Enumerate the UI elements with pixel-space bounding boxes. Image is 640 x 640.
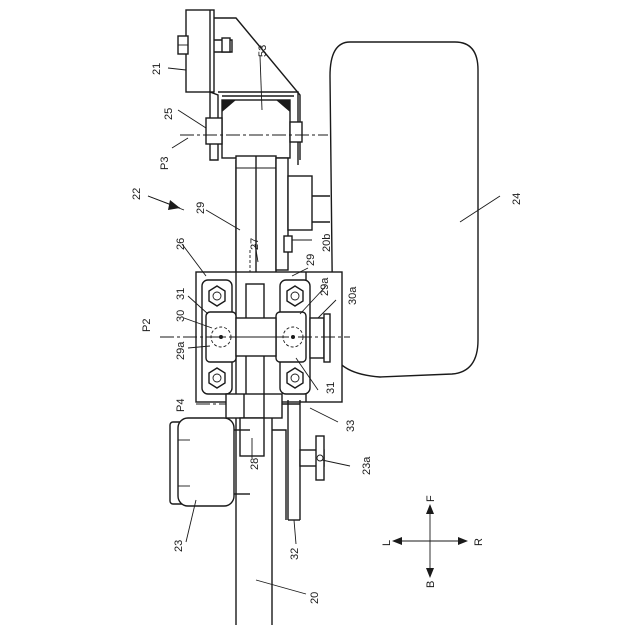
label-29-lower: 29: [305, 254, 317, 266]
compass-rose: [392, 504, 468, 578]
compass-b: B: [425, 581, 437, 588]
compass-l: L: [381, 540, 393, 546]
label-29-upper: 29: [195, 202, 207, 214]
mount-53: [206, 100, 302, 158]
label-23: 23: [173, 540, 185, 552]
label-33: 33: [345, 420, 357, 432]
strap-32: [272, 430, 286, 520]
label-20: 20: [309, 592, 321, 604]
arrow-22: [148, 196, 180, 210]
label-29a-right: 29a: [319, 277, 331, 296]
compass-f: F: [425, 495, 437, 502]
label-p4: P4: [175, 399, 187, 412]
label-21: 21: [151, 63, 163, 75]
label-31-right: 31: [325, 382, 337, 394]
link-29: [236, 156, 276, 274]
label-27: 27: [249, 238, 261, 250]
label-28: 28: [249, 458, 261, 470]
tank-24: [330, 42, 478, 377]
label-30: 30: [175, 310, 187, 322]
label-30a: 30a: [347, 286, 359, 305]
label-20b: 20b: [321, 234, 333, 252]
label-26: 26: [175, 238, 187, 250]
label-29a-left: 29a: [175, 341, 187, 360]
label-p2: P2: [141, 319, 153, 332]
plate-20b: [276, 158, 330, 270]
label-22: 22: [131, 188, 143, 200]
label-p3: P3: [159, 157, 171, 170]
label-31-left: 31: [175, 288, 187, 300]
label-23a: 23a: [361, 456, 373, 475]
nut-30a: [310, 314, 330, 362]
label-32: 32: [289, 548, 301, 560]
label-53: 53: [257, 45, 269, 57]
label-24: 24: [511, 193, 523, 205]
cylinder-23: [170, 418, 250, 506]
rod-33: [282, 400, 300, 520]
fastener-23a: [300, 436, 324, 480]
label-25: 25: [163, 108, 175, 120]
compass-r: R: [473, 538, 485, 546]
